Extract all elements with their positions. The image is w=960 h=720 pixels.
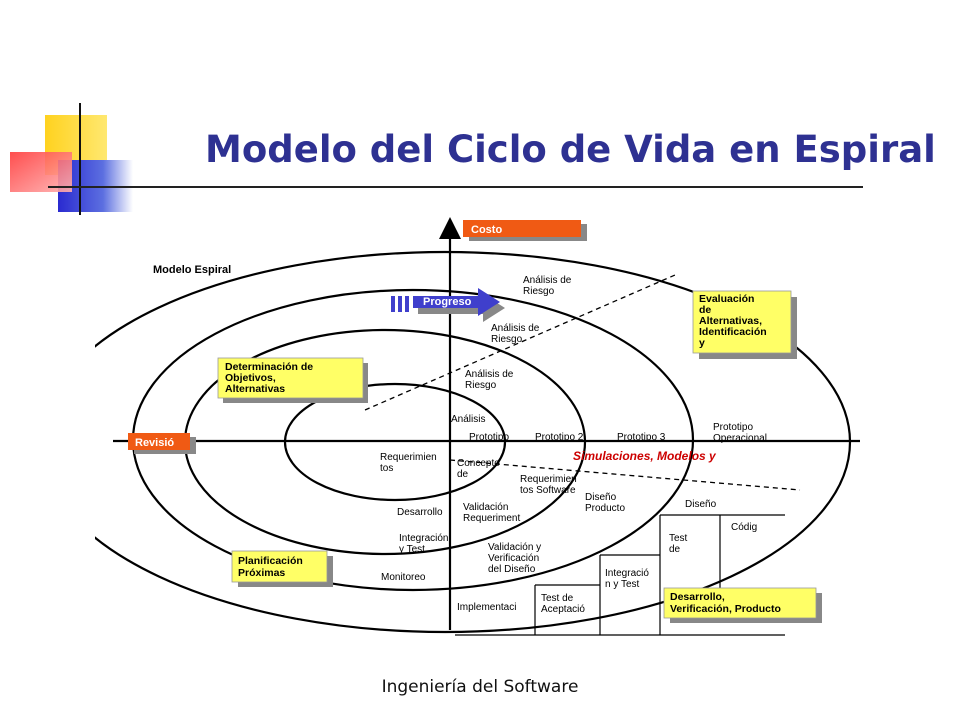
cost-label-box (463, 220, 581, 237)
dashed-diagonal-upper (364, 274, 676, 411)
box-objectives: Determinación de Objetivos, Alternativas (217, 357, 368, 403)
slide-title: Modelo del Ciclo de Vida en Espiral (205, 128, 936, 171)
evaluation-line-1: Evaluación (699, 293, 754, 305)
spiral-model-diagram: Costo Revisió Progreso Modelo Espiral De… (95, 217, 860, 636)
box-planning: Planificación Próximas (231, 550, 333, 587)
svg-text:Determinación de Objetiv: Determinación de Objetivos, Alternativas (225, 361, 316, 395)
development-line-1: Desarrollo, (670, 591, 725, 603)
box-evaluation: Evaluación de Alternativas, Identificaci… (692, 290, 797, 359)
simulations-label: Simulaciones, Modelos y (573, 449, 717, 463)
evaluation-line-3: Alternativas, (699, 315, 762, 327)
review-label-box (128, 433, 190, 450)
evaluation-line-2: de (699, 304, 711, 316)
svg-text:Planificación Próximas: Planificación Próximas (238, 555, 306, 579)
slide-footer: Ingeniería del Software (381, 677, 579, 697)
objectives-line-3: Alternativas (225, 383, 285, 395)
code-label: Códig (731, 522, 757, 533)
design-label: Diseño (685, 499, 717, 510)
dashed-diagonal-lower (449, 459, 801, 491)
prototype-3: Prototipo 3 (617, 432, 666, 443)
planning-line-2: Próximas (238, 567, 285, 579)
development-label: Desarrollo (397, 507, 443, 518)
svg-text:Desarrollo, Verificación: Desarrollo, Verificación, Producto (670, 591, 781, 615)
progress-arrow: Progreso (391, 288, 505, 322)
progress-label: Progreso (423, 296, 472, 308)
evaluation-line-4: Identificación (699, 326, 767, 338)
diagram-caption: Modelo Espiral (153, 264, 231, 276)
review-label: Revisió (135, 437, 174, 449)
evaluation-line-5: y (699, 337, 705, 349)
monitoring-label: Monitoreo (381, 572, 426, 583)
title-divider (48, 186, 863, 188)
prototype-2: Prototipo 2 (535, 432, 584, 443)
development-line-2: Verificación, Producto (670, 603, 781, 615)
planning-line-1: Planificación (238, 555, 303, 567)
box-development: Desarrollo, Verificación, Producto (663, 587, 822, 623)
decorative-corner-graphic (10, 103, 138, 215)
svg-text:Evaluación de Alte: Evaluación de Alternativas, Identificaci… (699, 293, 770, 349)
prototype-1: Prototipo (469, 432, 509, 443)
risk-analysis-4: Análisis (451, 414, 485, 425)
implementation-label: Implementaci (457, 602, 516, 613)
objectives-line-1: Determinación de (225, 361, 313, 373)
cost-label: Costo (471, 224, 502, 236)
objectives-line-2: Objetivos, (225, 372, 276, 384)
